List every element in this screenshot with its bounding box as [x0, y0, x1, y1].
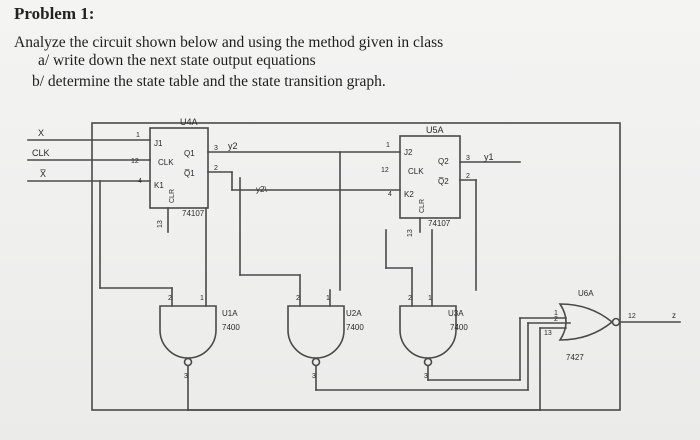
- ff1-pin-q: 3: [214, 145, 218, 152]
- ff2-j-label: J2: [404, 148, 413, 157]
- ff1-k-label: K1: [154, 181, 164, 190]
- ff2-q-label: Q2: [438, 157, 449, 166]
- input-x-label: X: [38, 128, 44, 138]
- gate4-pin2: 2: [554, 316, 558, 323]
- ff1-qbar-label: Q̅1: [184, 169, 195, 178]
- ff1-clr-label: CLR: [169, 189, 176, 203]
- ff2-clr-label: CLR: [419, 199, 426, 213]
- ff2-pin-qbar: 2: [466, 173, 470, 180]
- gate3-part: 7400: [450, 323, 468, 332]
- gate3-pin-out: 3: [424, 373, 428, 380]
- task-a: a/ write down the next state output equa…: [38, 52, 316, 69]
- gate2-pin-a: 2: [296, 295, 300, 302]
- input-xbar-label: X̅: [40, 169, 46, 179]
- ff1-clk-label: CLK: [158, 158, 174, 167]
- gate1-part: 7400: [222, 323, 240, 332]
- gate1-pin-b: 1: [200, 295, 204, 302]
- gate4-part: 7427: [566, 353, 584, 362]
- gate2-pin-out: 3: [312, 373, 316, 380]
- ff1-pin-qbar: 2: [214, 165, 218, 172]
- ff2-qbar-label: Q̅2: [438, 177, 449, 186]
- ff1-j-label: J1: [154, 139, 163, 148]
- output-z-label: z: [672, 311, 676, 320]
- ff2-k-label: K2: [404, 190, 414, 199]
- ff2-clk-label: CLK: [408, 167, 424, 176]
- gate3-name: U3A: [448, 309, 464, 318]
- mid-label: y2\: [256, 185, 267, 194]
- ff2-output-y1: y1: [484, 152, 494, 162]
- gate4-pin-out: 12: [628, 313, 636, 320]
- ff2-pin-q: 3: [466, 155, 470, 162]
- gate4-pin1: 1: [554, 310, 558, 317]
- ff1-title: U4A: [180, 117, 198, 127]
- ff2-part: 74107: [428, 219, 451, 228]
- gate2-name: U2A: [346, 309, 362, 318]
- ff1-part: 74107: [182, 209, 205, 218]
- gate3-pin-a: 2: [408, 295, 412, 302]
- problem-statement: Analyze the circuit shown below and usin…: [14, 34, 444, 51]
- problem-title: Problem 1:: [14, 4, 95, 23]
- task-b: b/ determine the state table and the sta…: [32, 73, 386, 90]
- ff1-q-label: Q1: [184, 149, 195, 158]
- ff2-pin-k: 4: [388, 191, 392, 198]
- gate1-name: U1A: [222, 309, 238, 318]
- gate2-part: 7400: [346, 323, 364, 332]
- gate1-pin-a: 2: [168, 295, 172, 302]
- ff2-pin-j: 1: [386, 142, 390, 149]
- ff1-pin-j: 1: [136, 132, 140, 139]
- gate2-pin-b: 1: [326, 295, 330, 302]
- gate4-name: U6A: [578, 289, 594, 298]
- ff2-title: U5A: [426, 125, 444, 135]
- gate4-pin3: 13: [544, 330, 552, 337]
- ff1-pin-k: 4: [138, 178, 142, 185]
- input-clk-label: CLK: [32, 148, 50, 158]
- ff1-pin-clr: 13: [157, 220, 164, 228]
- ff1-output-y2: y2: [228, 141, 238, 151]
- ff2-pin-clr: 13: [407, 229, 414, 237]
- ff1-pin-clk: 12: [131, 158, 139, 165]
- ff2-pin-clk: 12: [381, 167, 389, 174]
- gate1-pin-out: 3: [184, 373, 188, 380]
- gate3-pin-b: 1: [428, 295, 432, 302]
